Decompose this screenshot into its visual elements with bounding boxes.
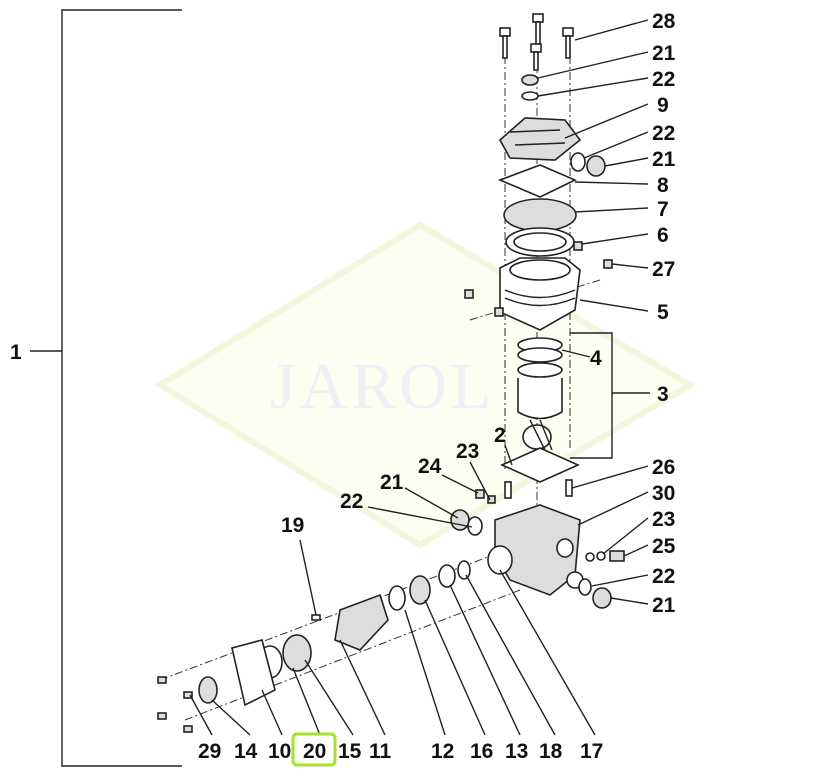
callouts-mid: 2 23 24 21 22 19 [281,424,506,537]
callouts-bottom: 29 14 10 20 15 11 12 16 13 18 17 [198,740,603,763]
callout-21: 21 [380,471,404,494]
callout-7: 7 [657,198,669,221]
callout-27: 27 [652,258,675,281]
watermark: JAROL [154,221,696,549]
callout-21: 21 [652,148,676,171]
callout-15: 15 [338,740,362,763]
cover-bolts [157,676,193,733]
assembly-bracket: 1 [10,9,182,767]
callout-18: 18 [539,740,563,763]
callout-23: 23 [652,508,675,531]
callout-23: 23 [456,440,479,463]
valve-plate [503,198,577,232]
callout-19: 19 [281,514,304,537]
callout-9: 9 [657,94,669,117]
callout-14: 14 [234,740,258,763]
crankcase [487,504,584,596]
callout-17: 17 [580,740,603,763]
callout-13: 13 [505,740,528,763]
callout-30: 30 [652,482,675,505]
callout-10: 10 [268,740,291,763]
callout-25: 25 [652,535,676,558]
piston-assembly [517,337,563,451]
callout-21: 21 [652,42,676,65]
callout-11: 11 [369,740,392,763]
callout-28: 28 [652,10,676,33]
crankshaft-parts [198,560,471,707]
callout-20[interactable]: 20 [303,740,326,763]
svg-text:JAROL: JAROL [270,350,495,423]
callout-5: 5 [657,301,669,324]
callout-22: 22 [652,122,675,145]
callout-12: 12 [431,740,454,763]
callout-22: 22 [340,490,363,513]
highlight-box [291,732,337,767]
cylinder [499,257,581,331]
callout-22: 22 [652,565,675,588]
gasket [497,164,577,198]
callout-29: 29 [198,740,221,763]
cylinder-head [498,117,582,161]
callout-16: 16 [470,740,493,763]
head-bolts [499,13,574,71]
callout-8: 8 [657,174,669,197]
leader-lines [189,19,649,736]
callouts-right: 28 21 22 9 22 21 8 7 6 27 5 4 3 26 30 23… [590,10,676,617]
callout-6: 6 [657,224,669,247]
callout-4: 4 [590,347,602,370]
callout-2: 2 [494,424,506,447]
callout-1: 1 [10,341,22,364]
callout-26: 26 [652,456,675,479]
callout-3: 3 [657,383,669,406]
callout-24: 24 [418,455,442,478]
callout-22: 22 [652,68,675,91]
base-gasket [500,447,580,483]
callout-21: 21 [652,594,676,617]
o-ring [521,91,539,101]
plug [521,74,539,86]
